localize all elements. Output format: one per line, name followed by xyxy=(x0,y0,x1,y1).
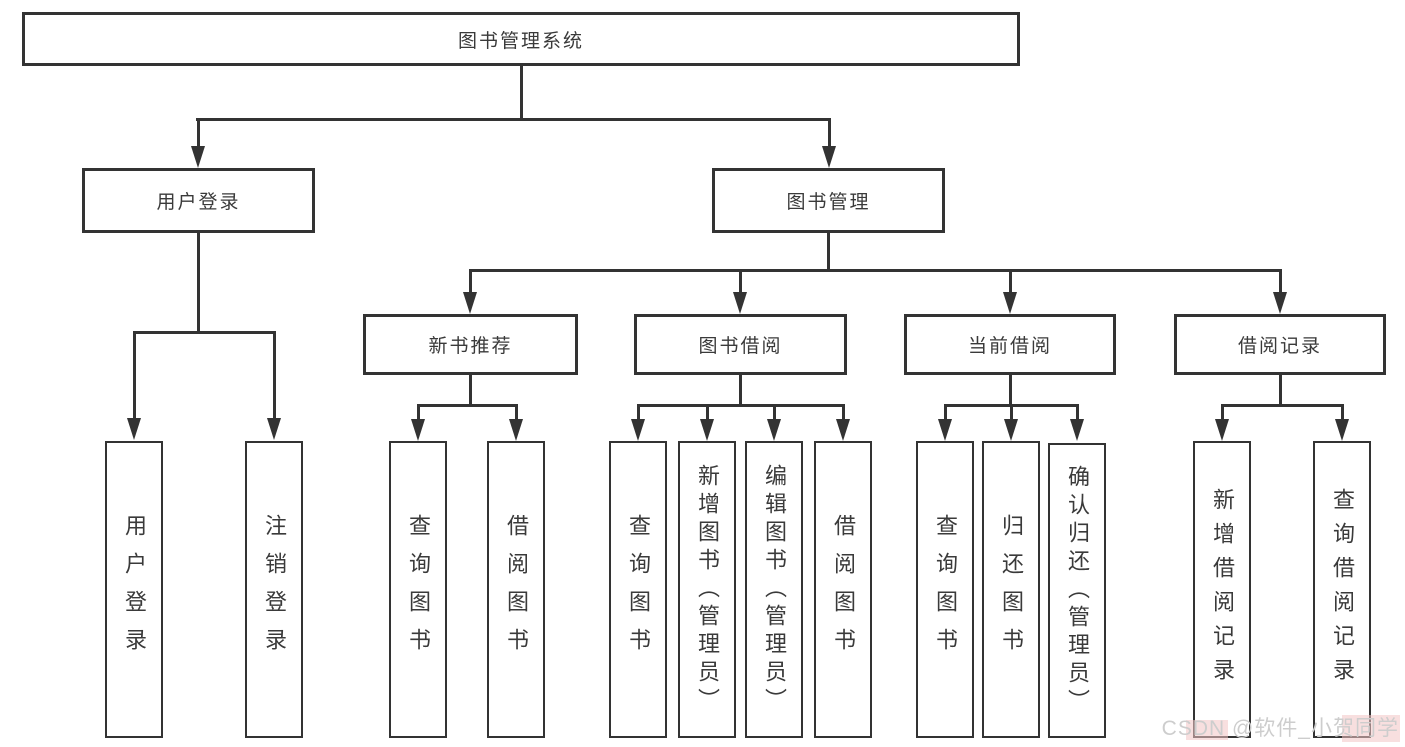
connector-line xyxy=(468,269,472,294)
connector-line xyxy=(1008,375,1012,407)
arrow-down xyxy=(1070,419,1084,441)
watermark: CSDN @软件_小贺同学 xyxy=(1161,717,1399,740)
watermark-highlight xyxy=(1342,715,1400,742)
leaf-records-query-borrow-record: 查询借阅记录 xyxy=(1313,441,1371,738)
leaf-rec-borrow-books: 借阅图书 xyxy=(487,441,545,738)
connector-line xyxy=(416,404,518,407)
arrow-down xyxy=(191,146,205,168)
node-label: 图书借阅 xyxy=(698,336,783,357)
node-user-login: 用户登录 xyxy=(82,168,315,233)
arrow-down xyxy=(836,419,850,441)
leaf-borrow-borrow-books: 借阅图书 xyxy=(814,441,872,738)
connector-line xyxy=(1009,404,1013,420)
leaf-borrow-edit-books-admin: 编辑图书（管理员） xyxy=(745,441,803,738)
connector-line xyxy=(1220,404,1344,407)
leaf-label: 查询借阅记录 xyxy=(1330,487,1355,692)
connector-line xyxy=(772,404,776,420)
leaf-label: 确认归还（管理员） xyxy=(1065,464,1090,717)
watermark-highlight xyxy=(1186,720,1228,740)
arrow-down xyxy=(411,419,425,441)
arrow-down xyxy=(938,419,952,441)
node-current-borrowing: 当前借阅 xyxy=(904,314,1116,375)
connector-line xyxy=(1075,404,1079,420)
arrow-down xyxy=(509,419,523,441)
leaf-current-query-books: 查询图书 xyxy=(916,441,974,738)
connector-line xyxy=(943,404,947,420)
connector-line xyxy=(636,404,845,407)
connector-line xyxy=(468,269,1282,272)
connector-line xyxy=(196,118,200,147)
node-label: 当前借阅 xyxy=(967,336,1052,357)
node-book-borrowing: 图书借阅 xyxy=(634,314,847,375)
node-new-book-recommend: 新书推荐 xyxy=(363,314,578,375)
leaf-current-confirm-return-admin: 确认归还（管理员） xyxy=(1048,443,1106,738)
connector-line xyxy=(1008,269,1012,294)
node-book-management: 图书管理 xyxy=(712,168,945,233)
leaf-logout: 注销登录 xyxy=(245,441,303,738)
leaf-user-login: 用户登录 xyxy=(105,441,163,738)
node-borrowing-records: 借阅记录 xyxy=(1174,314,1386,375)
connector-line xyxy=(132,331,136,419)
arrow-down xyxy=(1003,292,1017,314)
connector-line xyxy=(738,269,742,294)
node-label: 图书管理 xyxy=(786,192,871,213)
connector-line xyxy=(705,404,709,420)
arrow-down xyxy=(267,418,281,440)
node-label: 新书推荐 xyxy=(428,336,513,357)
connector-line xyxy=(827,118,831,147)
arrow-down xyxy=(1335,419,1349,441)
arrow-down xyxy=(463,292,477,314)
arrow-down xyxy=(631,419,645,441)
arrow-down xyxy=(822,146,836,168)
connector-line xyxy=(196,233,200,333)
leaf-label: 查询图书 xyxy=(406,513,431,666)
arrow-down xyxy=(1004,419,1018,441)
leaf-current-return-books: 归还图书 xyxy=(982,441,1040,738)
leaf-label: 新增图书（管理员） xyxy=(695,463,720,716)
leaf-label: 查询图书 xyxy=(626,513,651,666)
connector-line xyxy=(1278,375,1282,407)
connector-line xyxy=(519,66,523,120)
connector-line xyxy=(636,404,640,420)
leaf-borrow-add-books-admin: 新增图书（管理员） xyxy=(678,441,736,738)
arrow-down xyxy=(127,418,141,440)
connector-line xyxy=(1220,404,1224,420)
leaf-rec-query-books: 查询图书 xyxy=(389,441,447,738)
leaf-label: 注销登录 xyxy=(262,513,287,666)
connector-line xyxy=(841,404,845,420)
leaf-label: 查询图书 xyxy=(933,513,958,666)
leaf-label: 借阅图书 xyxy=(504,513,529,666)
node-library-management-system: 图书管理系统 xyxy=(22,12,1020,66)
leaf-label: 新增借阅记录 xyxy=(1210,487,1235,692)
leaf-borrow-query-books: 查询图书 xyxy=(609,441,667,738)
arrow-down xyxy=(700,419,714,441)
leaf-label: 归还图书 xyxy=(999,513,1024,666)
connector-line xyxy=(514,404,518,420)
connector-line xyxy=(416,404,420,420)
leaf-label: 借阅图书 xyxy=(831,513,856,666)
arrow-down xyxy=(1215,419,1229,441)
arrow-down xyxy=(733,292,747,314)
connector-line xyxy=(468,375,472,407)
arrow-down xyxy=(1273,292,1287,314)
connector-line xyxy=(826,233,830,272)
connector-line xyxy=(195,118,831,121)
node-label: 用户登录 xyxy=(156,192,241,213)
node-label: 图书管理系统 xyxy=(457,30,584,52)
leaf-records-add-borrow-record: 新增借阅记录 xyxy=(1193,441,1251,738)
connector-line xyxy=(1340,404,1344,420)
connector-line xyxy=(1278,269,1282,294)
connector-line xyxy=(738,375,742,407)
leaf-label: 用户登录 xyxy=(122,513,147,666)
leaf-label: 编辑图书（管理员） xyxy=(762,463,787,716)
connector-line xyxy=(272,331,276,419)
arrow-down xyxy=(767,419,781,441)
connector-line xyxy=(132,331,276,334)
node-label: 借阅记录 xyxy=(1237,336,1322,357)
